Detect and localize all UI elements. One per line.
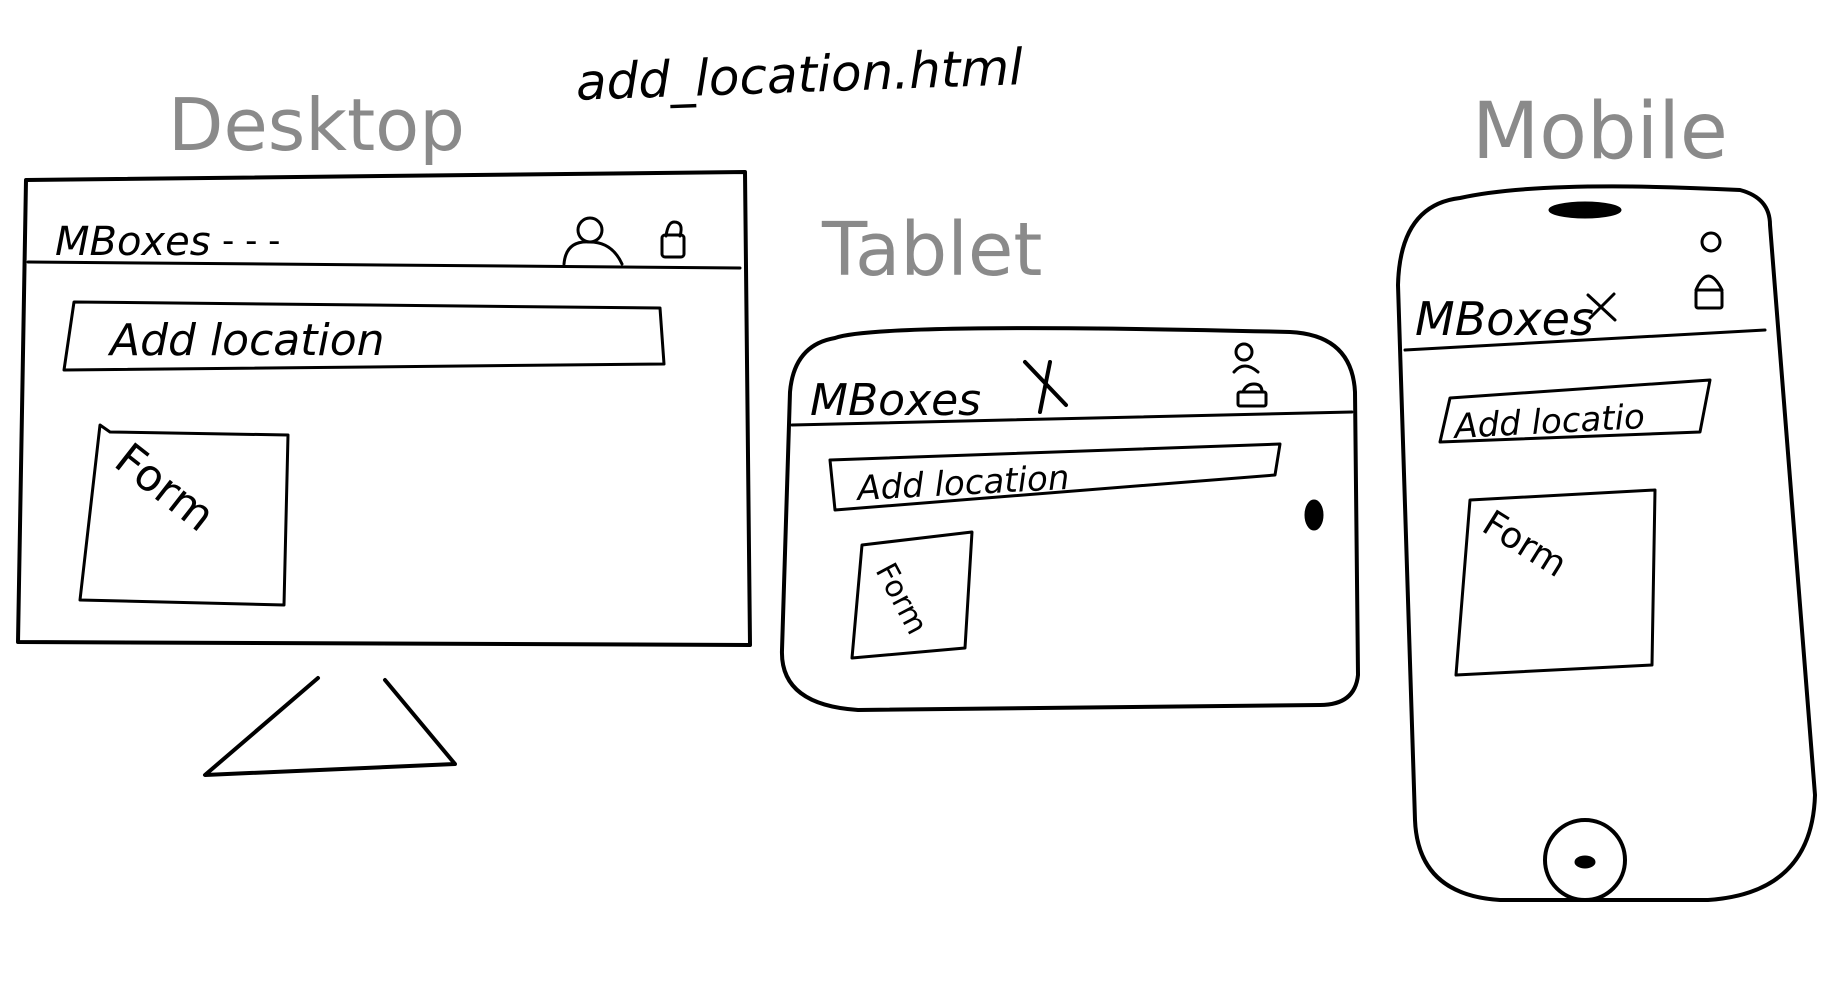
mobile-form-label: Form [1475,503,1574,586]
desktop-stand [203,676,457,777]
desktop-form-box [78,423,290,607]
desktop-brand: MBoxes [55,219,211,265]
home-button[interactable] [1543,818,1627,902]
desktop-banner-text: Add location [107,315,385,366]
tablet-brand: MBoxes [810,375,981,426]
close-icon[interactable] [1023,360,1068,414]
mobile-frame [1396,184,1817,902]
mobile-label: Mobile [1472,87,1728,177]
tablet-header-divider [790,410,1354,427]
desktop-header-divider [26,260,742,270]
tablet-mockup: Tablet MBoxes Add location Form [779,207,1360,712]
mobile-header-divider [1403,328,1767,352]
tablet-banner-text: Add location [854,458,1070,509]
mobile-form-box [1454,488,1657,677]
bag-icon[interactable] [660,220,686,259]
tablet-add-location-banner [828,442,1282,512]
mobile-banner-text: Add locatio [1451,397,1645,447]
tablet-form-box [850,530,974,660]
desktop-screen-frame [16,170,752,647]
mobile-speaker [1548,201,1622,219]
user-icon[interactable] [1232,342,1260,374]
desktop-mockup: Desktop MBoxes - - - Add location Form [16,83,752,777]
user-icon[interactable] [562,216,624,266]
bag-icon[interactable] [1236,382,1268,408]
tablet-form-label: Form [868,557,934,640]
desktop-label: Desktop [168,83,465,167]
page-title: add_location.html [575,38,1024,112]
desktop-nav-placeholder: - - - [222,221,280,261]
mobile-add-location-banner [1438,378,1712,444]
close-icon[interactable] [1586,292,1617,322]
mobile-brand: MBoxes [1415,292,1594,346]
tablet-frame [779,326,1360,712]
user-icon[interactable] [1694,231,1724,292]
tablet-label: Tablet [821,207,1042,293]
bag-icon[interactable] [1694,288,1724,310]
mobile-mockup: Mobile MBoxes Add locatio Form [1396,87,1817,902]
desktop-add-location-banner [62,300,666,372]
tablet-camera-dot [1304,499,1324,531]
desktop-form-label: Form [105,433,224,541]
